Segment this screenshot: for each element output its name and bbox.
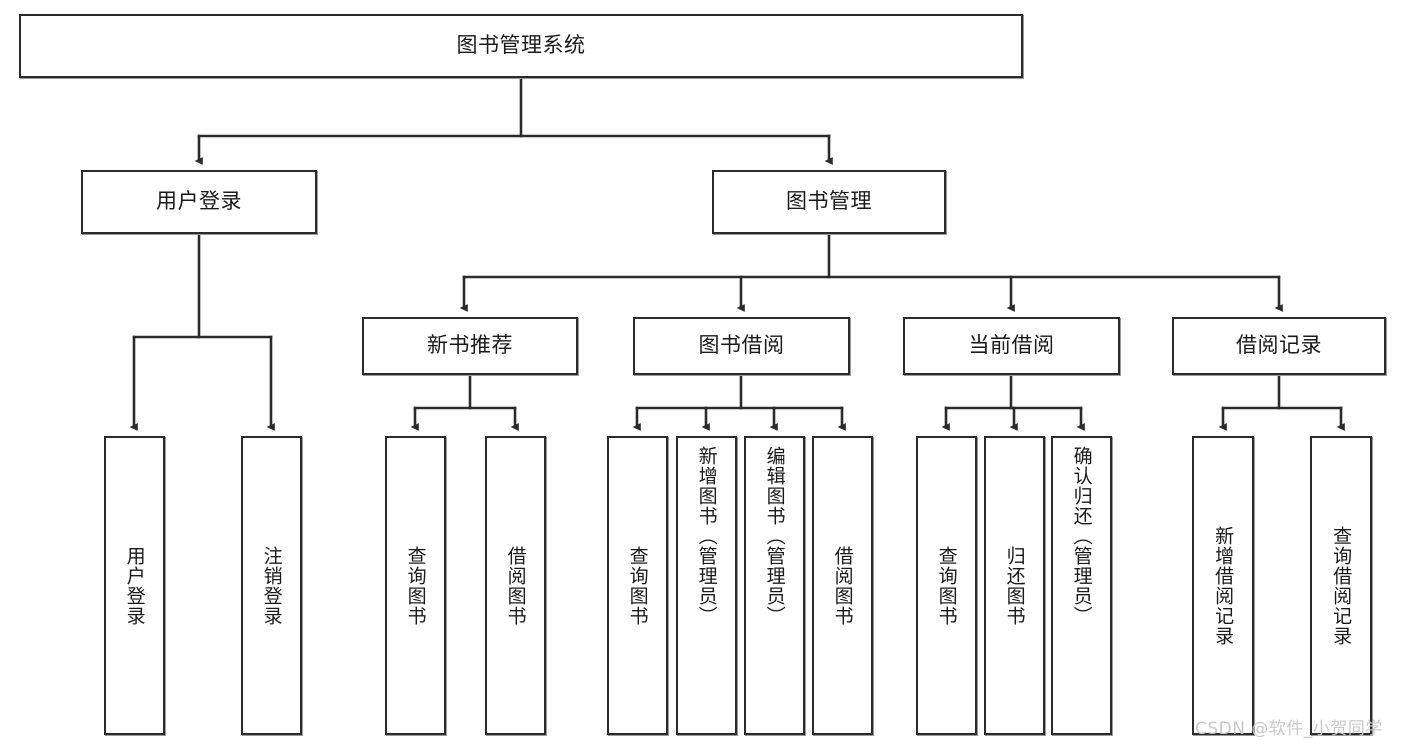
node-current-borrow[interactable]: 当前借阅 — [903, 317, 1120, 375]
node-leaf-borrow-edit-book[interactable]: 编辑图书（管理员） — [744, 436, 805, 735]
node-leaf-recommend-borrow-book[interactable]: 借阅图书 — [485, 436, 546, 735]
node-leaf-borrow-add-book[interactable]: 新增图书（管理员） — [676, 436, 737, 735]
conn-user-login-split — [129, 232, 275, 431]
node-label-current-borrow: 当前借阅 — [968, 333, 1055, 358]
node-root[interactable]: 图书管理系统 — [19, 14, 1023, 78]
node-label-leaf-user-logout: 注销登录 — [260, 545, 283, 626]
node-label-leaf-current-query-book: 查询图书 — [935, 545, 958, 626]
conn-root-split — [194, 76, 833, 165]
conn-borrow-split — [632, 373, 846, 431]
node-user-login[interactable]: 用户登录 — [81, 170, 317, 234]
node-leaf-user-logout[interactable]: 注销登录 — [241, 436, 302, 735]
node-leaf-recommend-query-book[interactable]: 查询图书 — [385, 436, 446, 735]
node-label-root: 图书管理系统 — [456, 33, 586, 58]
conn-current-split — [941, 373, 1085, 431]
node-leaf-current-return-book[interactable]: 归还图书 — [984, 436, 1045, 735]
node-label-leaf-recommend-borrow-book: 借阅图书 — [504, 545, 527, 626]
node-label-book-manage: 图书管理 — [786, 189, 872, 214]
node-book-manage[interactable]: 图书管理 — [712, 170, 946, 234]
node-label-leaf-record-add: 新增借阅记录 — [1212, 525, 1235, 646]
node-label-leaf-user-login: 用户登录 — [123, 545, 146, 626]
node-label-leaf-current-confirm-return: 确认归还（管理员） — [1070, 446, 1093, 626]
node-label-leaf-current-return-book: 归还图书 — [1003, 545, 1026, 626]
csdn-watermark: CSDN @软件_小贺同学 — [1195, 719, 1383, 739]
node-leaf-borrow-query-book[interactable]: 查询图书 — [607, 436, 668, 735]
node-label-leaf-borrow-borrow-book: 借阅图书 — [831, 545, 854, 626]
node-label-new-book-recommend: 新书推荐 — [427, 333, 513, 358]
node-leaf-record-add[interactable]: 新增借阅记录 — [1192, 436, 1254, 735]
node-label-borrow-record: 借阅记录 — [1236, 333, 1322, 358]
node-label-leaf-recommend-query-book: 查询图书 — [404, 545, 427, 626]
node-leaf-current-confirm-return[interactable]: 确认归还（管理员） — [1051, 436, 1112, 735]
conn-record-split — [1218, 373, 1345, 431]
node-label-user-login: 用户登录 — [156, 189, 242, 214]
node-label-leaf-borrow-add-book: 新增图书（管理员） — [695, 446, 718, 626]
node-leaf-record-query[interactable]: 查询借阅记录 — [1310, 436, 1372, 735]
node-leaf-borrow-borrow-book[interactable]: 借阅图书 — [812, 436, 873, 735]
node-label-leaf-record-query: 查询借阅记录 — [1330, 525, 1353, 646]
node-label-leaf-borrow-edit-book: 编辑图书（管理员） — [763, 446, 786, 626]
node-book-borrow[interactable]: 图书借阅 — [633, 317, 850, 375]
conn-recommend-split — [410, 373, 519, 431]
node-leaf-user-login[interactable]: 用户登录 — [104, 436, 165, 735]
node-leaf-current-query-book[interactable]: 查询图书 — [916, 436, 977, 735]
node-borrow-record[interactable]: 借阅记录 — [1172, 317, 1386, 375]
node-new-book-recommend[interactable]: 新书推荐 — [362, 317, 578, 375]
node-label-leaf-borrow-query-book: 查询图书 — [626, 545, 649, 626]
conn-book-manage-split — [459, 232, 1283, 312]
node-label-book-borrow: 图书借阅 — [698, 333, 785, 358]
